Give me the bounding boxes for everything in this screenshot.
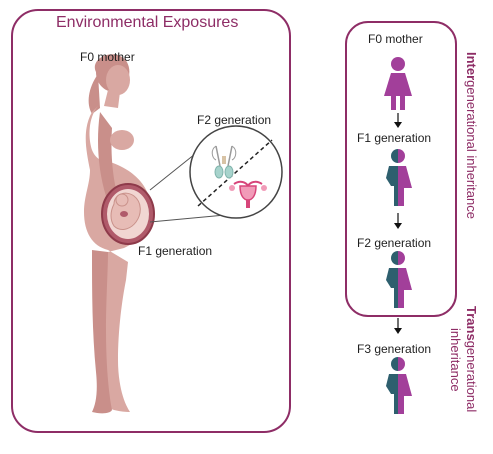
womb-fetus: [101, 183, 155, 245]
transgenerational-label: Transgenerational: [464, 306, 479, 412]
testes-icon: [211, 145, 237, 179]
arrow-f2-f3: [394, 318, 402, 334]
zoom-line-top: [149, 149, 201, 191]
germ-cell-zoom-circle: [189, 125, 283, 219]
f0-mother-label-left: F0 mother: [80, 50, 135, 64]
right-f1-label: F1 generation: [357, 131, 432, 145]
uterus-icon: [229, 180, 267, 208]
right-f2-label: F2 generation: [357, 236, 432, 250]
male-female-icon-f3: [386, 357, 412, 414]
intergenerational-prefix: Inter: [464, 52, 479, 81]
female-icon: [384, 57, 412, 110]
transgenerational-label-line2: inheritance: [448, 328, 463, 392]
f1-generation-label-left: F1 generation: [138, 244, 213, 258]
pregnant-woman-figure: [84, 54, 151, 414]
arrow-f0-f1: [394, 113, 402, 128]
transgenerational-prefix: Trans: [464, 306, 479, 341]
male-female-icon-f2: [386, 251, 412, 308]
male-female-icon-f1: [386, 149, 412, 206]
transgenerational-rest: generational: [464, 340, 479, 413]
right-f0-label: F0 mother: [368, 32, 423, 46]
intergenerational-label: Intergenerational inheritance: [464, 52, 479, 219]
environmental-exposures-title: Environmental Exposures: [56, 14, 239, 31]
arrow-f1-f2: [394, 213, 402, 229]
right-f3-label: F3 generation: [357, 342, 432, 356]
intergenerational-rest: generational inheritance: [464, 80, 479, 219]
f2-generation-label-left: F2 generation: [197, 113, 272, 127]
